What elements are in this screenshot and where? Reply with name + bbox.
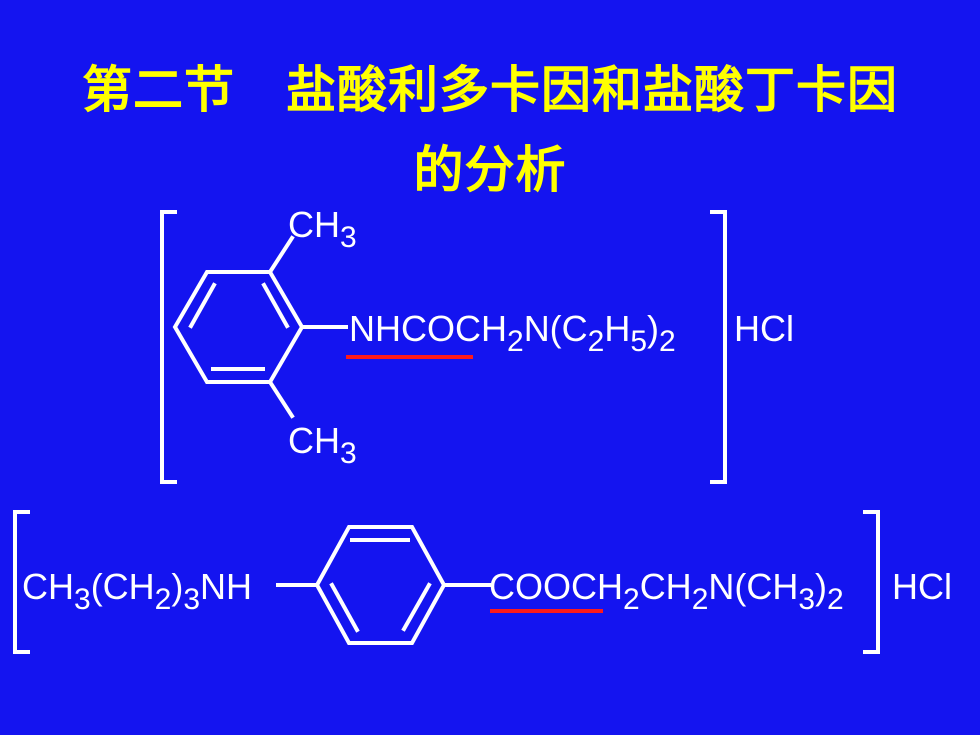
formula-text: ) <box>647 308 660 349</box>
slide-title-line-1: 第二节 盐酸利多卡因和盐酸丁卡因 <box>82 61 898 119</box>
tetracaine-ring-inner-bond <box>329 582 360 633</box>
lidocaine-methyl-bottom: CH3 <box>288 420 357 470</box>
formula-text: CH <box>22 566 74 607</box>
formula-text: ) <box>815 566 828 607</box>
lidocaine-bottom-methyl-bond <box>267 379 295 419</box>
lidocaine-benzene-ring <box>172 270 305 384</box>
formula-text: NHCOCH <box>349 308 507 349</box>
formula-subscript: 2 <box>827 583 844 616</box>
lidocaine-salt-label: HCl <box>734 308 794 349</box>
formula-subscript: 3 <box>183 583 201 616</box>
tetracaine-benzene-ring <box>314 525 447 645</box>
formula-text: (CH <box>90 566 155 607</box>
lidocaine-ring-inner-bond <box>261 282 290 329</box>
formula-text: CH <box>639 566 692 607</box>
tetracaine-left-bracket <box>13 510 30 654</box>
lidocaine-ring-inner-bond <box>188 282 217 329</box>
tetracaine-right-bracket <box>863 510 880 654</box>
lidocaine-side-chain: NHCOCH2N(C2H5)2 <box>349 308 676 357</box>
lidocaine-methyl-top: CH3 <box>288 204 357 254</box>
formula-subscript: 2 <box>623 583 640 616</box>
tetracaine-salt-label: HCl <box>892 566 952 607</box>
formula-text: N(CH <box>708 566 799 607</box>
tetracaine-ester-chain: COOCH2CH2N(CH3)2 <box>489 566 844 615</box>
formula-subscript: 2 <box>587 325 605 358</box>
lidocaine-left-bracket <box>160 210 177 484</box>
formula-text: ) <box>171 566 184 607</box>
formula-text: N(C <box>523 308 588 349</box>
formula-subscript: 2 <box>507 325 524 358</box>
tetracaine-butylamino-chain: CH3(CH2)3NH <box>22 566 253 615</box>
formula-subscript: 2 <box>659 325 676 358</box>
formula-subscript: 2 <box>691 583 709 616</box>
formula-subscript: 5 <box>630 325 648 358</box>
formula-text: H <box>604 308 631 349</box>
slide-title-line-2: 的分析 <box>413 141 567 199</box>
formula-text: NH <box>200 566 253 607</box>
lidocaine-top-methyl-bond <box>267 235 295 275</box>
formula-subscript: 2 <box>154 583 172 616</box>
formula-text: COOCH <box>489 566 623 607</box>
formula-subscript: 3 <box>798 583 816 616</box>
lidocaine-right-bracket <box>710 210 727 484</box>
formula-subscript: 3 <box>74 583 91 616</box>
tetracaine-ring-inner-bond <box>401 582 432 632</box>
